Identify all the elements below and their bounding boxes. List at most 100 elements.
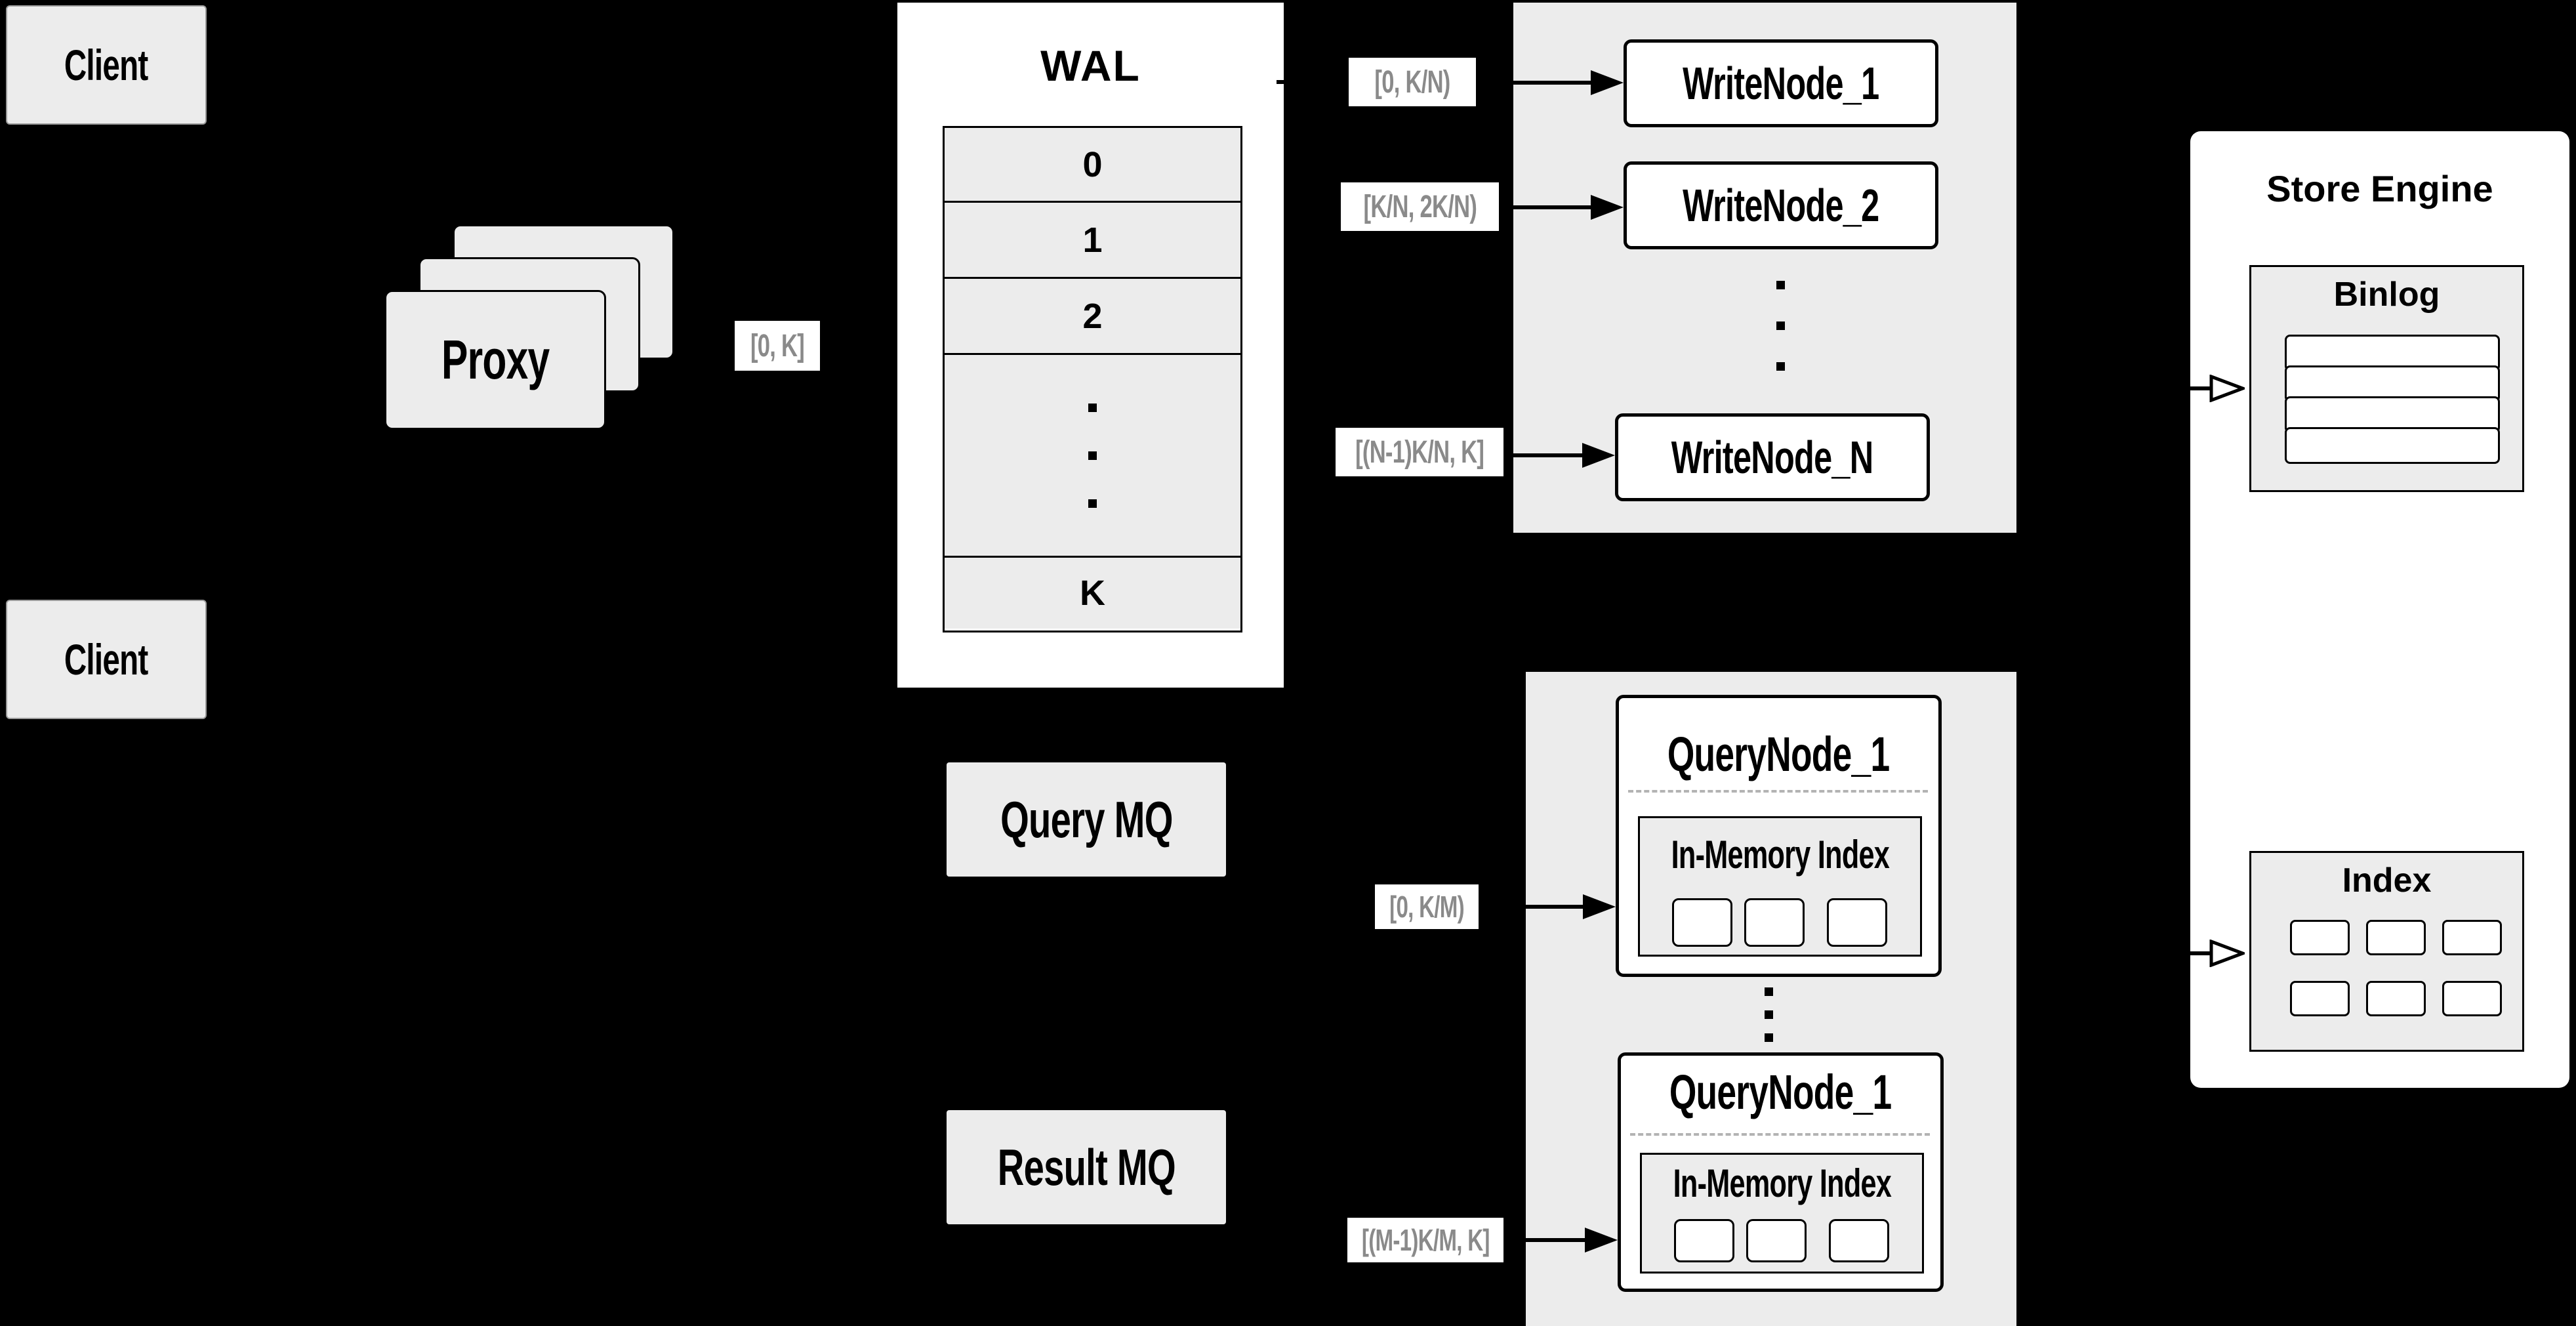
arrow-to-write-node-n [1503,453,1586,457]
wal-row-ellipsis [945,355,1240,558]
result-mq-box: Result MQ [947,1110,1226,1224]
wal-title-strip: WAL [897,37,1284,94]
in-memory-index-top: In-Memory Index [1638,816,1922,957]
index-title-strip: Index [2251,861,2522,900]
query-node-bottom-separator [1630,1133,1930,1136]
binlog-segment [2285,365,2500,402]
arrowhead-query-node-top [1583,894,1616,919]
write-node-1-label: WriteNode_1 [1683,58,1879,109]
write-range-label-1: [0, K/N) [1374,64,1450,100]
query-node-top-title-strip: QueryNode_1 [1619,724,1938,783]
write-group-ellipsis-dot [1776,281,1785,289]
binlog-title-strip: Binlog [2251,274,2522,316]
query-group-ellipsis-dot [1765,1010,1773,1019]
write-node-n: WriteNode_N [1615,413,1930,501]
write-range-label-3-box: [(N-1)K/N, K] [1336,428,1503,476]
memory-segment [1744,898,1805,947]
index-segment [2290,920,2350,955]
write-group-ellipsis-dot [1776,321,1785,330]
query-node-top-separator [1628,790,1928,793]
write-range-label-1-box: [0, K/N) [1349,58,1476,106]
proxy-range-label-box: [0, K] [735,321,820,371]
write-range-label-2-box: [K/N, 2K/N) [1341,182,1499,231]
in-memory-index-bottom-title-strip: In-Memory Index [1642,1160,1922,1206]
store-engine-title-strip: Store Engine [2190,160,2569,217]
query-range-label-2-box: [(M-1)K/M, K] [1347,1218,1503,1262]
index-box: Index [2249,851,2524,1052]
write-node-n-label: WriteNode_N [1671,432,1873,483]
query-node-bottom-title: QueryNode_1 [1669,1064,1892,1119]
binlog-segment [2285,335,2500,371]
memory-segment [1672,898,1732,947]
arrow-to-query-node-bottom [1503,1238,1587,1242]
wal-title: WAL [1040,41,1141,90]
arrow-to-binlog [2190,386,2214,390]
wal-row-0-label: 0 [1082,144,1103,184]
query-mq-label: Query MQ [1000,790,1173,848]
result-mq-label: Result MQ [997,1138,1176,1196]
memory-segment [1827,898,1887,947]
client-box-top: Client [6,5,207,125]
wal-row-2-label: 2 [1082,296,1103,336]
in-memory-index-bottom-title: In-Memory Index [1673,1161,1891,1205]
arrow-to-write-node-2 [1499,205,1595,209]
write-group-ellipsis-dot [1776,362,1785,371]
ellipsis-dot [1088,499,1097,508]
write-range-label-2: [K/N, 2K/N) [1363,189,1477,224]
query-node-top-title: QueryNode_1 [1667,726,1890,781]
wal-table: 0 1 2 K [943,126,1242,632]
client-box-bottom: Client [6,600,207,719]
store-engine-panel: Store Engine Binlog Index [2190,131,2569,1088]
query-node-bottom-title-strip: QueryNode_1 [1621,1065,1940,1119]
in-memory-index-bottom: In-Memory Index [1640,1153,1924,1274]
query-mq-box: Query MQ [947,762,1226,877]
in-memory-index-top-title: In-Memory Index [1671,832,1889,877]
memory-segment [1829,1219,1889,1262]
arrowhead-write-node-n [1582,443,1615,468]
query-range-label-2: [(M-1)K/M, K] [1361,1223,1490,1257]
index-segment [2290,981,2350,1016]
binlog-box: Binlog [2249,265,2524,492]
arrowhead-binlog-open [2209,375,2245,402]
arrowhead-query-node-bottom [1585,1228,1618,1253]
query-group-ellipsis-dot [1765,1033,1773,1042]
client-top-label: Client [64,41,148,89]
query-group-ellipsis-dot [1765,987,1773,996]
wal-row-k: K [945,558,1240,629]
write-node-1: WriteNode_1 [1624,39,1938,127]
wal-panel: WAL 0 1 2 K [897,3,1284,688]
index-segment [2442,920,2502,955]
client-bottom-label: Client [64,635,148,684]
ellipsis-dot [1088,403,1097,412]
store-engine-title: Store Engine [2266,167,2493,209]
memory-segment [1674,1219,1734,1262]
write-node-2: WriteNode_2 [1624,161,1938,249]
index-segment [2366,981,2426,1016]
wal-row-0: 0 [945,128,1240,203]
wal-out-line-stub [1277,80,1284,84]
proxy-range-label: [0, K] [750,328,805,363]
memory-segment [1746,1219,1807,1262]
proxy-box: Proxy [384,290,606,430]
wal-row-1: 1 [945,203,1240,279]
binlog-segment [2285,427,2500,464]
index-segment [2366,920,2426,955]
ellipsis-dot [1088,451,1097,460]
wal-row-2: 2 [945,279,1240,355]
query-range-label-1: [0, K/M) [1389,890,1465,924]
query-range-label-1-box: [0, K/M) [1375,884,1479,929]
arrow-to-write-node-1 [1476,81,1595,85]
write-range-label-3: [(N-1)K/N, K] [1355,434,1484,470]
index-title: Index [2342,861,2432,900]
query-node-bottom: QueryNode_1 In-Memory Index [1618,1052,1944,1292]
write-node-2-label: WriteNode_2 [1683,180,1879,231]
arrowhead-index-open [2209,940,2245,967]
arrowhead-write-node-2 [1591,195,1624,220]
binlog-title: Binlog [2333,276,2440,314]
index-segment [2442,981,2502,1016]
arrow-to-query-node-top [1479,905,1587,909]
arrowhead-write-node-1 [1591,70,1624,95]
wal-row-1-label: 1 [1082,220,1103,260]
arrow-to-index [2190,951,2214,955]
